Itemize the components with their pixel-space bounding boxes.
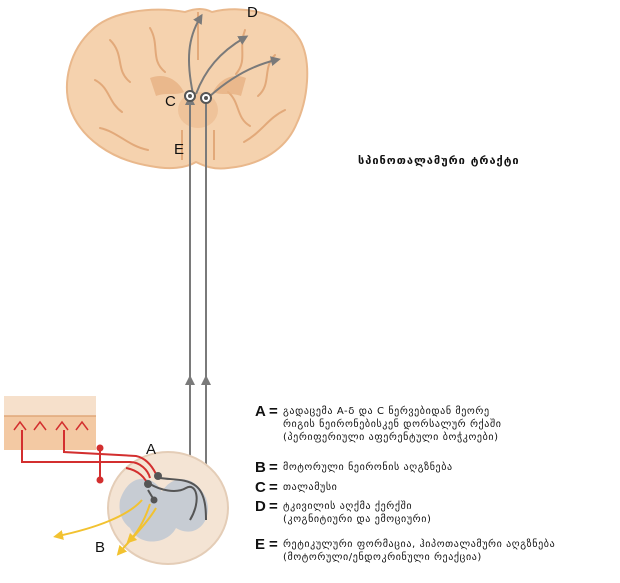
spinothalamic-tract [185, 13, 281, 520]
receptor-dot-top [96, 444, 104, 452]
neuron-dot-3 [150, 496, 158, 504]
thalamus-nuclei [184, 90, 212, 104]
label-e: E [174, 141, 185, 158]
neuron-dot-2 [154, 472, 162, 480]
diagram-title: სპინოთალამური ტრაქტი [358, 154, 520, 167]
label-b: B [95, 539, 106, 556]
label-c: C [165, 93, 176, 110]
skin-section [4, 396, 96, 450]
label-d: D [247, 4, 258, 21]
brain-section [66, 8, 309, 170]
receptor-dot-bottom [96, 476, 104, 484]
motor-outputs [53, 499, 157, 556]
neuron-dot-1 [144, 480, 152, 488]
label-a: A [146, 441, 157, 458]
